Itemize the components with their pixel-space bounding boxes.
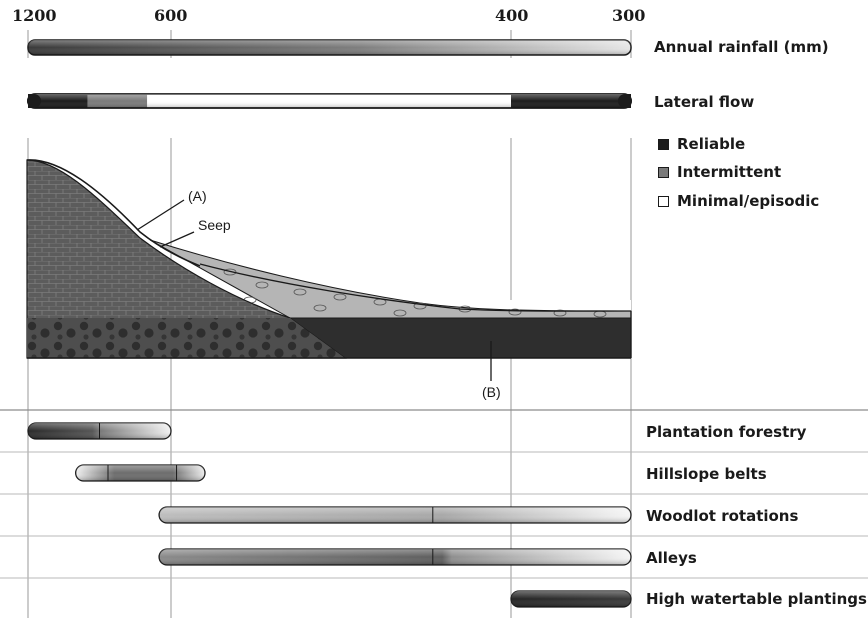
- leader-seep: [159, 231, 195, 248]
- practice-bar-shine: [159, 549, 632, 565]
- pebble: [313, 304, 327, 312]
- lateral-flow-title: Lateral flow: [654, 93, 755, 111]
- axis-tick: 400: [495, 6, 529, 25]
- hillslope-soil: [26, 159, 347, 359]
- axis-tick: 600: [154, 6, 188, 25]
- pebble: [413, 302, 427, 310]
- lateral-flow-bar: [27, 93, 632, 109]
- pebble: [508, 308, 522, 316]
- practice-label-woodlot-rotations: Woodlot rotations: [646, 507, 799, 525]
- practice-bar-shine: [511, 591, 631, 607]
- practice-rows: [0, 409, 868, 608]
- valley-surface: [199, 263, 632, 312]
- practice-label-high-watertable: High watertable plantings: [646, 590, 867, 608]
- practice-label-plantation-forestry: Plantation forestry: [646, 423, 807, 441]
- label-a: (A): [188, 188, 207, 204]
- legend-item-minimal: Minimal/episodic: [658, 192, 819, 210]
- practice-bar-shine: [75, 465, 206, 481]
- leader-a: [136, 199, 185, 231]
- hill-surface: [26, 159, 201, 267]
- label-b: (B): [482, 384, 501, 400]
- practice-label-hillslope-belts: Hillslope belts: [646, 465, 767, 483]
- lateral-flow-shine: [28, 94, 631, 108]
- legend-swatch: [658, 166, 669, 178]
- practice-label-alleys: Alleys: [646, 549, 697, 567]
- lateral-cap-right: [618, 94, 632, 108]
- legend-label: Reliable: [677, 135, 746, 153]
- practice-bar-shine: [159, 507, 632, 523]
- axis-tick: 1200: [12, 6, 57, 25]
- pebble: [553, 309, 567, 317]
- legend-swatch: [658, 195, 669, 207]
- legend-item-intermittent: Intermittent: [658, 163, 781, 181]
- pebble: [223, 268, 237, 276]
- legend-swatch: [658, 138, 669, 150]
- axis-title: Annual rainfall (mm): [654, 38, 829, 56]
- axis-bar-shine: [28, 40, 631, 55]
- pebble: [255, 281, 269, 289]
- axis-tick: 300: [612, 6, 646, 25]
- pebble: [293, 288, 307, 296]
- label-seep: Seep: [198, 217, 231, 233]
- legend-label: Intermittent: [677, 163, 782, 181]
- lateral-cap-left: [27, 94, 41, 108]
- legend-item-reliable: Reliable: [658, 135, 745, 153]
- landscape-cross-section: [26, 159, 632, 381]
- legend-label: Minimal/episodic: [677, 192, 820, 210]
- gravel-layer: [27, 318, 345, 358]
- pebble: [333, 293, 347, 301]
- pebble: [393, 309, 407, 317]
